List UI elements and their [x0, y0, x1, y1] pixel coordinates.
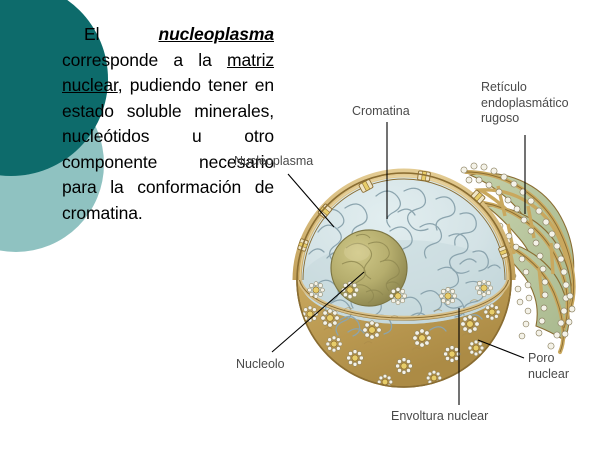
rough-er-group	[460, 162, 576, 354]
nucleus-outline	[296, 172, 512, 388]
leader-lines	[271, 122, 526, 405]
text-underline-matriz-nuclear: matriz nuclear	[62, 49, 275, 96]
body-paragraph: El nucleoplasma corresponde a la matriz …	[62, 22, 274, 226]
label-nucleoplasma: Nucleoplasma	[234, 154, 314, 168]
label-nucleolo: Nucleolo	[236, 357, 285, 371]
text-emphasis-nucleoplasma: nucleoplasma	[158, 24, 274, 44]
leader-nucleoplasma	[287, 173, 335, 228]
nuclear-pores-edge	[297, 170, 510, 259]
label-poro-nuclear: Poro nuclear	[528, 351, 569, 381]
label-envoltura-nuclear: Envoltura nuclear	[391, 409, 489, 423]
text-word-el: El	[84, 24, 100, 44]
nucleus-group	[292, 168, 516, 388]
text-phrase-corresponde: corresponde a la	[62, 49, 212, 70]
er-ribosomes	[460, 162, 576, 350]
label-cromatina: Cromatina	[352, 104, 410, 118]
text-phrase-tail: , pudiendo tener en estado soluble miner…	[62, 75, 274, 223]
label-reticulo-endoplasmatico-rugoso: Retículo endoplasmático rugoso	[481, 80, 569, 125]
nuclear-pores-face	[301, 280, 501, 387]
leader-nucleolo	[271, 271, 365, 353]
leader-poro	[477, 339, 525, 359]
